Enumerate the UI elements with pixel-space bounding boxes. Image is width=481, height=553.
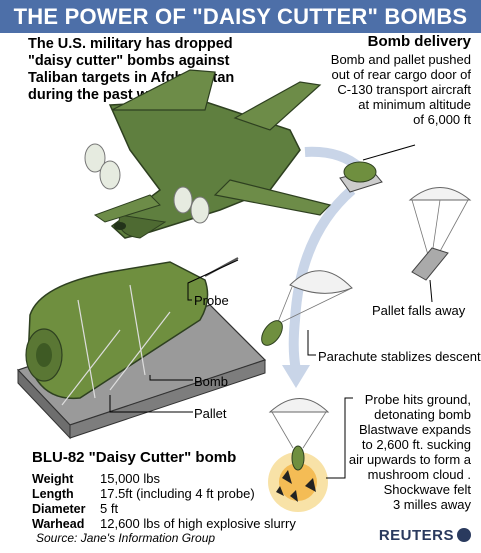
pallet-label: Pallet [194, 406, 227, 421]
parachute-label: Parachute stablizes descent [318, 349, 481, 364]
impact-parachute-icon [268, 398, 330, 449]
bomb-leader-line [149, 375, 193, 381]
reuters-text: REUTERS [378, 527, 454, 544]
explosion-icon [268, 445, 328, 512]
impact-line-8: 3 milles away [392, 497, 471, 512]
bomb-parachute-icon [261, 270, 353, 346]
delivery-leader-line [362, 144, 416, 161]
delivery-line-2: out of rear cargo door of [331, 67, 471, 82]
delivery-heading: Bomb delivery [367, 33, 471, 50]
specs-heading: BLU-82 "Daisy Cutter" bomb [32, 449, 237, 466]
impact-line-4: to 2,600 ft. sucking [361, 437, 471, 452]
descent-arrow-curve [288, 186, 356, 371]
impact-line-5: air upwards to form a [348, 452, 471, 467]
reuters-dot-icon [457, 528, 471, 542]
pallet-falls-leader-line [429, 279, 433, 303]
delivery-line-3: C-130 transport aircraft [337, 82, 471, 97]
bomb-label: Bomb [194, 374, 228, 389]
spec-length-label: Length [32, 487, 74, 501]
impact-line-3: Blastwave expands [358, 422, 471, 437]
source-note: Source: Jane's Information Group [36, 531, 216, 545]
probe-label: Probe [194, 293, 229, 308]
descent-arrow-head [282, 365, 310, 388]
pallet-leader-line [109, 395, 193, 413]
impact-line-6: mushroom cloud . [367, 467, 471, 482]
pallet-falls-label: Pallet falls away [372, 303, 466, 318]
delivery-line-4: at minimum altitude [358, 97, 471, 112]
spec-warhead-label: Warhead [32, 517, 85, 531]
delivery-line-5: of 6,000 ft [413, 112, 471, 127]
impact-line-7: Shockwave felt [383, 482, 471, 497]
spec-weight-label: Weight [32, 472, 74, 486]
impact-leader-line [326, 397, 353, 479]
spec-length-value: 17.5ft (including 4 ft probe) [100, 486, 255, 501]
probe-leader-line [187, 259, 239, 301]
pallet-parachute-icon [408, 187, 472, 281]
spec-weight-value: 15,000 lbs [100, 471, 160, 486]
blu82-bomb-icon [16, 257, 267, 440]
impact-line-1: Probe hits ground, [364, 392, 471, 407]
spec-diameter-value: 5 ft [100, 501, 119, 516]
impact-line-2: detonating bomb [374, 407, 471, 422]
spec-warhead-value: 12,600 lbs of high explosive slurry [100, 516, 296, 531]
page-title: THE POWER OF "DAISY CUTTER" BOMBS [0, 0, 481, 33]
reuters-logo: REUTERS [379, 527, 471, 544]
bomb-pallet-small-icon [339, 161, 383, 193]
delivery-line-1: Bomb and pallet pushed [330, 52, 471, 67]
spec-diameter-label: Diameter [32, 502, 86, 516]
c130-aircraft-icon [84, 69, 332, 239]
parachute-leader-line [307, 330, 316, 356]
